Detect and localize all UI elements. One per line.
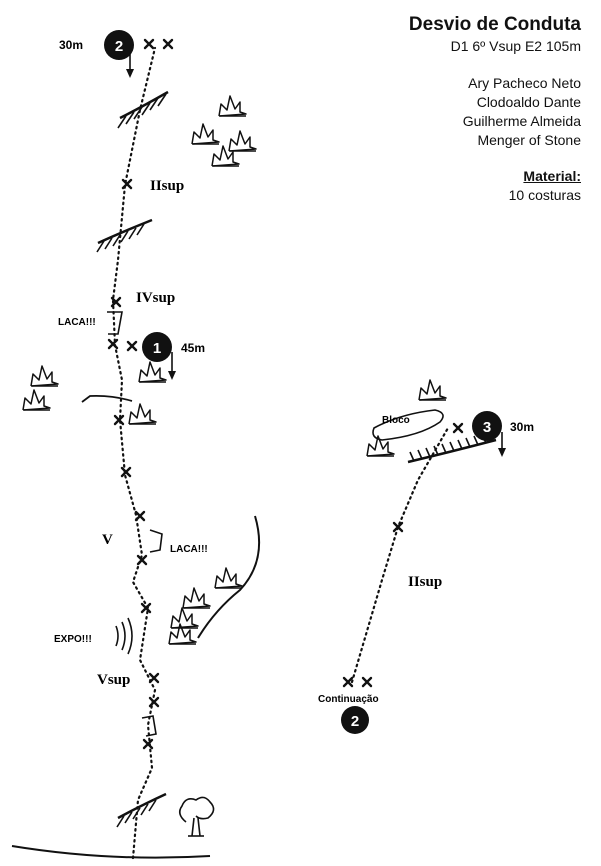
grade-label: IVsup [136, 290, 175, 306]
pitch-length-label: 30m [510, 420, 534, 434]
belay-badge-2: 2 [104, 30, 134, 78]
exposure-icon [115, 617, 133, 655]
boulder-outline [372, 409, 444, 441]
bush-icon [128, 403, 157, 425]
grade-label: Vsup [97, 672, 130, 688]
flake-lower [149, 529, 163, 553]
flake-upper [107, 311, 123, 335]
bolt-marker [126, 340, 138, 352]
ledge-line [81, 394, 133, 403]
svg-text:1: 1 [153, 340, 161, 357]
bush-icon [191, 123, 220, 145]
bush-icon [218, 95, 247, 117]
ground-line [11, 845, 211, 859]
grade-label: IIsup [408, 574, 442, 590]
grade-label: V [102, 532, 113, 548]
roof-symbol-pitch3 [407, 433, 497, 464]
continuation-badge: 2 [341, 706, 369, 734]
continuation-label: Continuação [318, 694, 379, 705]
tree-icon [178, 796, 215, 837]
bolt-marker [143, 38, 155, 50]
flake-warning-label: LACA!!! [58, 317, 96, 328]
author-name: Ary Pacheco Neto [468, 75, 581, 91]
bolt-marker [107, 338, 119, 350]
main-route-line [111, 46, 157, 860]
bolt-marker [134, 510, 146, 522]
material-value: 10 costuras [508, 187, 581, 203]
flake-warning-label: LACA!!! [170, 544, 208, 555]
roof-symbol-mid [96, 218, 153, 253]
bolt-marker [162, 38, 174, 50]
route-title: Desvio de Conduta [408, 14, 581, 35]
svg-text:3: 3 [483, 419, 491, 436]
svg-text:2: 2 [115, 38, 123, 55]
bolt-marker [120, 466, 132, 478]
bush-icon [30, 365, 59, 387]
bush-icon [418, 379, 447, 401]
exposure-warning-label: EXPO!!! [54, 634, 92, 645]
boulder-label: Bloco [382, 415, 410, 426]
author-name: Clodoaldo Dante [476, 94, 581, 110]
bolt-marker [148, 672, 160, 684]
flake-bottom [141, 715, 157, 737]
bush-icon [22, 389, 51, 411]
route-grade: D1 6º Vsup E2 105m [450, 38, 581, 54]
bush-icon [182, 587, 211, 609]
author-name: Guilherme Almeida [462, 113, 581, 129]
first-ascent-list: Ary Pacheco Neto Clodoaldo Dante Guilher… [463, 74, 581, 150]
author-name: Menger of Stone [477, 132, 581, 148]
svg-text:2: 2 [351, 713, 359, 730]
bush-icon [228, 130, 257, 152]
bolt-marker [148, 696, 160, 708]
bolt-marker [113, 414, 125, 426]
roof-symbol-bottom [116, 792, 167, 828]
roof-symbol-top [117, 90, 169, 129]
material-label: Material: [523, 168, 581, 184]
bolt-marker [121, 178, 133, 190]
dihedral-line [197, 515, 261, 639]
bush-icon [211, 145, 240, 167]
belay-badge-3: 3 [472, 411, 506, 457]
bolt-marker [452, 422, 464, 434]
pitch3-route-line [350, 426, 450, 684]
pitch-length-label: 30m [59, 38, 83, 52]
bolt-marker [342, 676, 354, 688]
belay-badge-1: 1 [142, 332, 176, 380]
bush-icon [214, 567, 243, 589]
bush-icon [170, 607, 199, 629]
grade-label: IIsup [150, 178, 184, 194]
bolt-marker [361, 676, 373, 688]
bush-icon [138, 361, 167, 383]
pitch-length-label: 45m [181, 341, 205, 355]
